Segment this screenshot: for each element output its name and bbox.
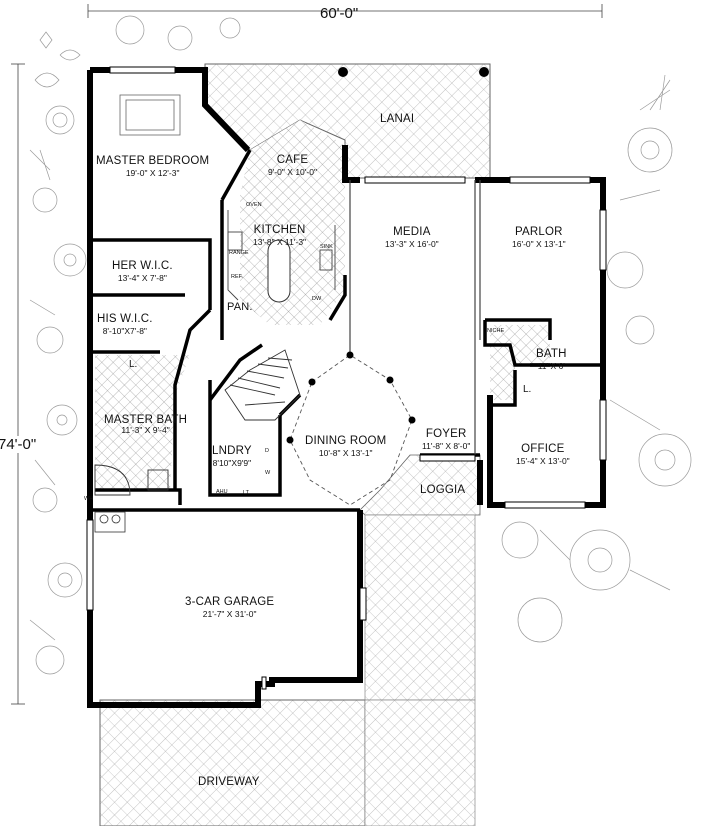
thin-partitions bbox=[349, 180, 481, 455]
tray-ceiling bbox=[119, 94, 181, 136]
kitchen-counters bbox=[227, 210, 336, 301]
room-name: PARLOR bbox=[515, 226, 563, 238]
depth-dimension: 74'-0" bbox=[0, 436, 37, 453]
refrigerator-label: REF. bbox=[231, 274, 243, 280]
depth-dimension-line bbox=[11, 63, 25, 705]
oven-label: OVEN bbox=[246, 202, 262, 208]
parlor-label: PARLOR 16'-0" X 13'-1" bbox=[512, 223, 566, 249]
range-label: RANGE bbox=[229, 250, 249, 256]
master-bedroom-label: MASTER BEDROOM 19'-0" X 12'-3" bbox=[96, 152, 209, 178]
room-size: 13'-3" X 16'-0" bbox=[385, 238, 439, 249]
room-name: DRIVEWAY bbox=[198, 776, 260, 788]
cafe-label: CAFE 9'-0" X 10'-0" bbox=[268, 151, 317, 177]
master-bath-label: MASTER BATH 11'-3" X 9'-4" bbox=[104, 414, 187, 435]
dining-octagon bbox=[289, 354, 413, 506]
ahu-label: AHU bbox=[216, 489, 228, 495]
room-name: LNDRY bbox=[212, 445, 252, 457]
laundry-label: LNDRY 8'10"X9'9" bbox=[212, 442, 252, 468]
room-name: MEDIA bbox=[393, 226, 431, 238]
room-size: 13'-4" X 7'-8" bbox=[117, 272, 167, 283]
room-size: 15'-4" X 13'-0" bbox=[516, 455, 570, 466]
niche-label: NICHE bbox=[487, 328, 505, 334]
kitchen-island bbox=[267, 239, 291, 303]
dishwasher-label: DW bbox=[312, 296, 322, 302]
room-name: LOGGIA bbox=[420, 484, 466, 496]
master-bath-tile bbox=[95, 355, 190, 490]
walkway-paving bbox=[364, 514, 476, 701]
linen-label-bath: L. bbox=[523, 384, 532, 395]
her-wic-label: HER W.I.C. 13'-4" X 7'-8" bbox=[112, 257, 173, 283]
room-name: KITCHEN bbox=[253, 224, 306, 236]
room-size: 21'-7" X 31'-0" bbox=[202, 608, 257, 619]
driveway-label: DRIVEWAY bbox=[198, 773, 260, 790]
sink-label: SINK bbox=[320, 244, 333, 250]
bath-label: BATH 11' X 6' bbox=[536, 345, 567, 371]
landscaping bbox=[29, 15, 692, 701]
washer-label: W bbox=[265, 470, 271, 476]
stairs bbox=[224, 349, 301, 421]
room-size: 11'-8" X 8'-0" bbox=[422, 440, 471, 451]
room-size: 8'10"X9'9" bbox=[212, 457, 252, 468]
driveway-paving bbox=[99, 699, 366, 826]
loggia-label: LOGGIA bbox=[420, 481, 465, 498]
room-name: FOYER bbox=[425, 428, 467, 440]
foyer-label: FOYER 11'-8" X 8'-0" bbox=[422, 425, 470, 451]
room-size: 10'-8" X 13'-1" bbox=[318, 447, 373, 458]
water-heater-label: WH bbox=[84, 496, 94, 502]
office-label: OFFICE 15'-4" X 13'-0" bbox=[516, 440, 570, 466]
room-name: DINING ROOM bbox=[305, 435, 387, 447]
media-label: MEDIA 13'-3" X 16'-0" bbox=[385, 223, 439, 249]
room-name: HER W.I.C. bbox=[112, 260, 173, 272]
room-size: 16'-0" X 13'-1" bbox=[512, 238, 566, 249]
room-name: OFFICE bbox=[521, 443, 565, 455]
windows bbox=[86, 66, 607, 690]
room-size: 19'-0" X 12'-3" bbox=[125, 167, 180, 178]
kitchen-tile bbox=[240, 120, 345, 325]
dryer-label: D bbox=[265, 448, 269, 454]
room-name: BATH bbox=[536, 348, 567, 360]
room-name: LANAI bbox=[380, 113, 415, 125]
width-dimension-line bbox=[87, 4, 603, 18]
room-name: MASTER BEDROOM bbox=[96, 155, 210, 167]
kitchen-label: KITCHEN 13'-8" X 11'-3" bbox=[253, 221, 306, 247]
room-size: 13'-8" X 11'-3" bbox=[253, 236, 307, 247]
width-dimension: 60'-0" bbox=[320, 5, 359, 22]
room-size: 11'-3" X 9'-4" bbox=[121, 425, 170, 436]
columns bbox=[286, 67, 489, 444]
room-size: 11' X 6' bbox=[537, 360, 565, 371]
garage-fixtures bbox=[94, 511, 126, 533]
room-size: 8'-10"X7'-8" bbox=[102, 325, 147, 336]
his-wic-label: HIS W.I.C. 8'-10"X7'-8" bbox=[97, 310, 153, 336]
dining-room-label: DINING ROOM 10'-8" X 13'-1" bbox=[305, 432, 386, 458]
linen-label-master: L. bbox=[129, 359, 138, 370]
room-name: MASTER BATH bbox=[104, 414, 188, 426]
room-name: HIS W.I.C. bbox=[97, 313, 153, 325]
lanai-label: LANAI bbox=[380, 110, 414, 127]
room-name: CAFE bbox=[276, 154, 309, 166]
laundry-tub-label: LT bbox=[243, 490, 250, 496]
room-name: 3-CAR GARAGE bbox=[185, 596, 275, 608]
garage-label: 3-CAR GARAGE 21'-7" X 31'-0" bbox=[185, 593, 274, 619]
pantry-label: PAN. bbox=[227, 301, 253, 313]
master-tub bbox=[94, 464, 169, 496]
walkway-lower bbox=[364, 699, 476, 826]
room-size: 9'-0" X 10'-0" bbox=[268, 166, 317, 177]
